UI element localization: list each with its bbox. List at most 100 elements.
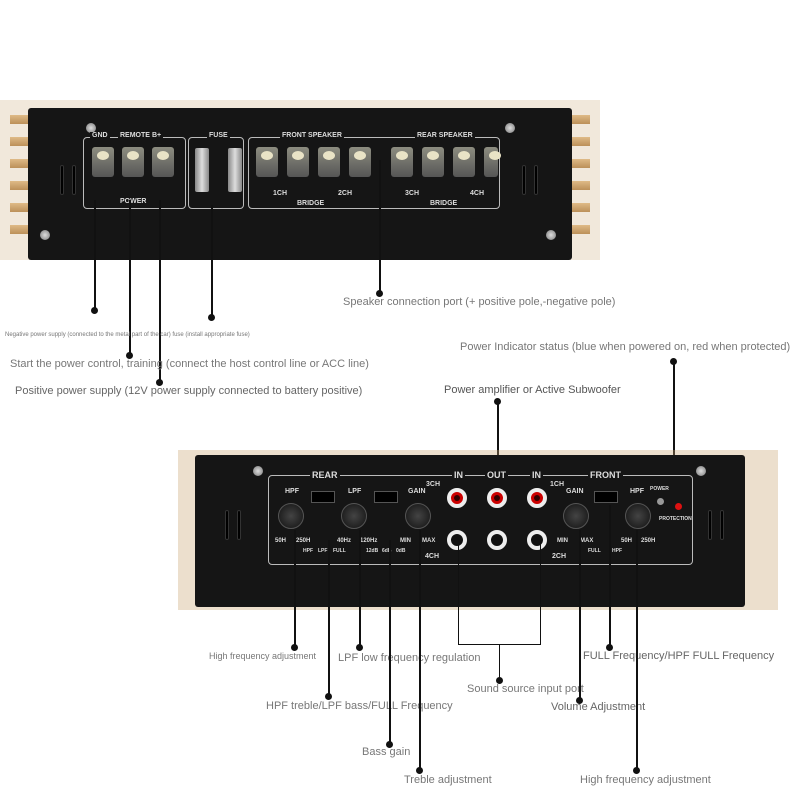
lpf-label: LPF [348,488,362,495]
screw [505,123,515,133]
callout-dot [208,314,215,321]
speaker-terminal[interactable] [287,147,309,177]
screw [696,466,706,476]
callout-line [389,540,391,745]
heatsink-fin [565,137,590,146]
callout-dot [386,741,393,748]
callout-dot [156,379,163,386]
callout-dot [325,693,332,700]
rca-in-2ch[interactable] [527,530,547,550]
front-hpf-knob[interactable] [625,503,651,529]
callout-dot [91,307,98,314]
remote-label-annotation: Start the power control, training (conne… [10,358,369,370]
range-label: 250H [296,538,311,544]
range-label: 50H [275,538,287,544]
callout-line [636,530,638,770]
speaker-terminal[interactable] [484,147,501,177]
callout-dot [416,767,423,774]
remote-terminal[interactable] [122,147,144,177]
ch2-label: 2CH [338,190,353,197]
range-label: 50H [621,538,633,544]
callout-dot [126,352,133,359]
front-filter-switch[interactable] [594,491,618,503]
callout-line [379,160,381,293]
rca-out[interactable] [487,488,507,508]
rca-in-3ch[interactable] [447,488,467,508]
callout-line [579,530,581,700]
fuse-label: FUSE [207,132,230,139]
chassis [195,455,745,607]
fuse[interactable] [195,148,209,192]
speaker-terminal[interactable] [349,147,371,177]
callout-dot [606,644,613,651]
rca-in-4ch[interactable] [447,530,467,550]
front-label: FRONT [588,470,623,480]
rear-switch-annotation: HPF treble/LPF bass/FULL Frequency [266,700,453,712]
rear-gain-knob[interactable] [405,503,431,529]
full-hpf-annotation: FULL Frequency/HPF FULL Frequency [583,650,775,662]
range-label: MAX [422,538,436,544]
volume-annotation: Volume Adjustment [551,701,646,713]
bplus-terminal[interactable] [152,147,174,177]
rear-hpf-annotation: High frequency adjustment [209,651,317,661]
heatsink-fin [10,203,35,212]
callout-dot [356,644,363,651]
range-label: 250H [641,538,656,544]
ch2-label: 2CH [552,553,567,560]
front-hpf-annotation: High frequency adjustment [580,774,711,786]
callout-line [673,360,675,500]
callout-line [328,540,330,697]
speaker-terminal[interactable] [318,147,340,177]
bass-gain-annotation: Bass gain [362,746,411,758]
callout-dot [576,697,583,704]
speaker-terminal[interactable] [256,147,278,177]
callout-line [129,200,131,355]
vent [708,510,712,540]
heatsink-fin [565,225,590,234]
protection-led [675,503,682,510]
callout-dot [291,644,298,651]
ch1-label: 1CH [550,481,565,488]
rear-label: REAR [310,470,340,480]
bridge-label: BRIDGE [297,200,325,207]
rear-speaker-label: REAR SPEAKER [415,132,475,139]
front-speaker-label: FRONT SPEAKER [280,132,344,139]
screw [253,466,263,476]
speaker-terminal[interactable] [453,147,475,177]
gnd-terminal[interactable] [92,147,114,177]
front-gain-knob[interactable] [563,503,589,529]
gain-label: GAIN [566,488,584,495]
ch3-label: 3CH [426,481,441,488]
rear-hpf-knob[interactable] [278,503,304,529]
rear-filter-switch[interactable] [311,491,335,503]
callout-line [159,200,161,382]
callout-line [609,505,611,648]
speaker-terminal[interactable] [422,147,444,177]
switch-label: 0dB [396,548,406,554]
callout-line [211,205,213,317]
fuse[interactable] [228,148,242,192]
speaker-terminal[interactable] [391,147,413,177]
vent [534,165,538,195]
bass-boost-switch[interactable] [374,491,398,503]
heatsink-fin [10,137,35,146]
lpf-knob[interactable] [341,503,367,529]
range-label: MIN [400,538,411,544]
rca-out[interactable] [487,530,507,550]
heatsink-fin [565,115,590,124]
positive-power-label: Positive power supply (12V power supply … [15,385,363,397]
vent [72,165,76,195]
heatsink-fin [10,115,35,124]
power-indicator-label: Power Indicator status (blue when powere… [460,341,791,353]
callout-line [419,530,421,770]
screw [40,230,50,240]
switch-label: FULL [588,548,601,554]
bplus-label: B+ [150,132,164,139]
switch-label: 12dB [366,548,379,554]
ch4-label: 4CH [425,553,440,560]
range-label: 120Hz [360,538,378,544]
hpf-label: HPF [285,488,299,495]
rca-in-1ch[interactable] [527,488,547,508]
vent [60,165,64,195]
heatsink-fin [565,181,590,190]
